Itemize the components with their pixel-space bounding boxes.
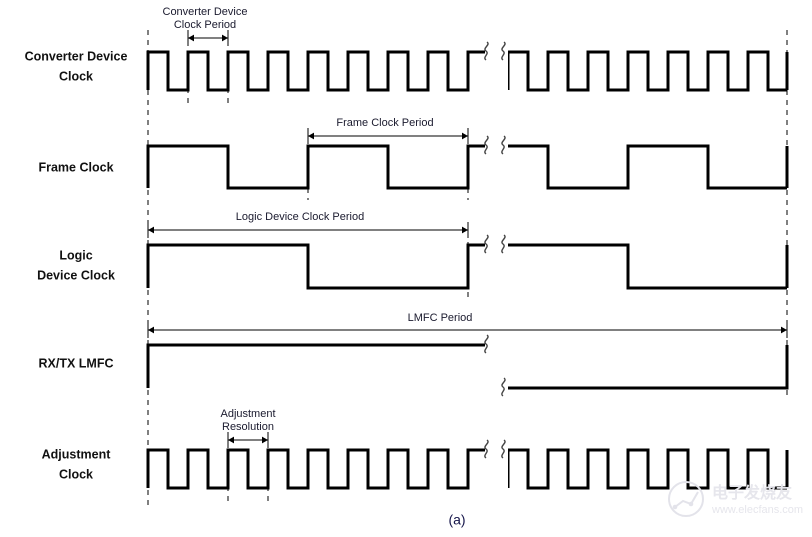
waveforms-group [146, 41, 789, 490]
watermark-brand-cn: 电子发烧友 [712, 483, 793, 502]
adjustment-clock-trace-left [146, 448, 485, 490]
converter-device-clock-break-left [484, 41, 489, 61]
logic-device-clock-period-arrowhead-left [148, 226, 154, 234]
converter-device-clock-break-right [501, 41, 506, 61]
frame-clock-trace-left [146, 144, 485, 190]
converter-device-clock-label-line1: Converter Device [25, 49, 128, 63]
watermark-logo-circle [668, 481, 704, 517]
adjustment-clock-waveform [146, 448, 789, 490]
converter-device-clock-waveform [146, 50, 789, 92]
logic-device-clock-break-left [484, 234, 489, 254]
logic-device-clock-trace-right [508, 243, 787, 290]
frame-clock-period: Frame Clock Period [307, 117, 469, 144]
frame-clock-trace-right [508, 144, 787, 190]
watermark: 电子发烧友 www.elecfans.com [668, 481, 803, 517]
converter-device-clock-label-line2: Clock [59, 69, 93, 83]
rx-tx-lmfc-label: RX/TX LMFC [39, 356, 114, 370]
watermark-site-url: www.elecfans.com [711, 504, 803, 516]
logic-device-clock-break-right [501, 234, 506, 254]
lmfc-period-arrowhead-left [148, 326, 154, 334]
adjustment-resolution-label-line1: Adjustment [220, 408, 275, 420]
converter-device-clock-period-arrowhead-right [222, 34, 228, 42]
converter-device-clock-trace-right [508, 50, 787, 92]
watermark-logo-dot-b [688, 501, 694, 507]
rx-tx-lmfc-trace-right [508, 345, 789, 390]
logic-device-clock-period: Logic Device Clock Period [147, 211, 469, 238]
rx-tx-lmfc-waveform [146, 343, 789, 390]
logic-device-clock-period-label-line1: Logic Device Clock Period [236, 211, 364, 223]
frame-clock-period-arrowhead-right [462, 132, 468, 140]
converter-device-clock-period-arrowhead-left [188, 34, 194, 42]
lmfc-period-arrowhead-right [781, 326, 787, 334]
frame-clock-break-left [484, 135, 489, 155]
adjustment-resolution-arrowhead-right [262, 436, 268, 444]
converter-device-clock-trace-left [146, 50, 485, 92]
watermark-logo-path [674, 491, 699, 508]
adjustment-clock-break-right [501, 439, 506, 459]
adjustment-clock-break-left [484, 439, 489, 459]
adjustment-clock-trace-right [508, 448, 787, 490]
rx-tx-lmfc-break-right [501, 377, 506, 397]
converter-device-clock-period-label-line2: Clock Period [174, 19, 236, 31]
logic-device-clock-label-line2: Device Clock [37, 268, 115, 282]
logic-device-clock-period-arrowhead-right [462, 226, 468, 234]
converter-device-clock-period-label-line1: Converter Device [163, 6, 248, 18]
figure-caption: (a) [448, 512, 465, 528]
frame-clock-waveform [146, 144, 789, 190]
adjustment-clock-label-line2: Clock [59, 467, 93, 481]
adjustment-clock-label-line1: Adjustment [42, 447, 112, 461]
frame-clock-label-line1: Frame Clock [38, 160, 113, 174]
frame-clock-period-label-line1: Frame Clock Period [336, 117, 433, 129]
frame-clock-break-right [501, 135, 506, 155]
rx-tx-lmfc-break-left [484, 334, 489, 354]
watermark-logo-dot-a [672, 504, 678, 510]
logic-device-clock-trace-left [146, 243, 485, 290]
frame-clock-label: Frame Clock [38, 160, 113, 174]
adjustment-resolution-arrowhead-left [228, 436, 234, 444]
lmfc-period-label-line1: LMFC Period [408, 312, 473, 324]
logic-device-clock-label-line1: Logic [59, 248, 92, 262]
rx-tx-lmfc-label-line1: RX/TX LMFC [39, 356, 114, 370]
logic-device-clock-waveform [146, 243, 789, 290]
frame-clock-period-arrowhead-left [308, 132, 314, 140]
adjustment-resolution-label-line2: Resolution [222, 421, 274, 433]
lmfc-period: LMFC Period [147, 312, 788, 338]
rx-tx-lmfc-trace-left [146, 343, 485, 388]
